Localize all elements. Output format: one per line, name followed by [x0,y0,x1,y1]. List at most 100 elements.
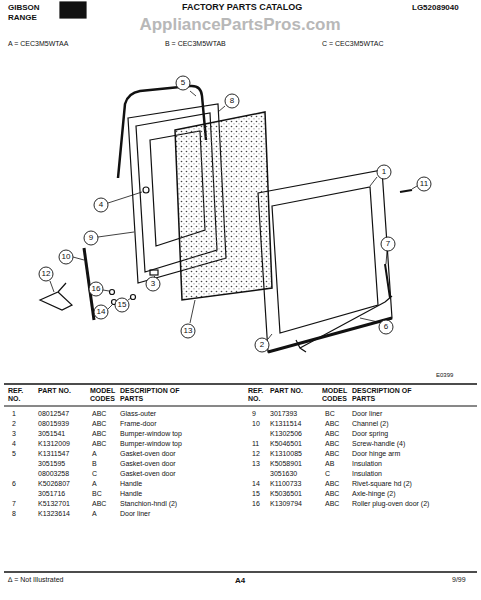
table-description: Handle [120,480,245,488]
page-number: A4 [235,577,245,586]
table-description: Bumper-window top [120,430,245,438]
callout-circle [255,338,269,352]
table-part-number: K1310085 [270,450,302,458]
table-model-code: ABC [325,450,339,458]
table-description: Door spring [352,430,477,438]
callout-number: 12 [42,270,51,279]
callout-circle [94,305,108,319]
table-ref-number: 16 [252,500,260,508]
table-header: DESCRIPTION OF PARTS [120,387,190,402]
table-model-code: A [92,480,97,488]
table-part-number: K5046501 [270,440,302,448]
table-model-code: ABC [92,500,106,508]
table-ref-number: 14 [252,480,260,488]
catalog-number: LG52089040 [412,4,459,13]
footnote: ∆ = Not Illustrated [8,576,63,584]
callout-number: 5 [181,79,185,88]
table-model-code: ABC [92,430,106,438]
callout-circle [115,298,129,312]
table-header: REF. NO. [8,387,28,402]
table-model-code: ABC [325,490,339,498]
table-description: Frame-door [120,420,245,428]
appliance-type: RANGE [8,14,37,23]
table-description: Door hinge arm [352,450,477,458]
callout-number: 10 [62,253,71,262]
table-ref-number: 5 [12,450,16,458]
table-description: Glass-outer [120,410,245,418]
model-code: C = CEC3M5WTAC [322,40,384,48]
table-ref-number: 13 [252,460,260,468]
table-model-code: AB [325,460,334,468]
table-model-code: A [92,510,97,518]
table-description: Gasket-oven door [120,460,245,468]
table-ref-number: 9 [252,410,256,418]
callout-number: 15 [118,301,127,310]
table-ref-number: 6 [12,480,16,488]
table-description: Door liner [352,410,477,418]
callout-circle [89,282,103,296]
callout-circle [225,94,239,108]
callout-number: 9 [89,234,93,243]
table-model-code: C [325,470,330,478]
callout-circle [39,267,53,281]
callout-number: 13 [184,327,193,336]
table-part-number: K5036501 [270,490,302,498]
catalog-title: FACTORY PARTS CATALOG [182,3,302,13]
callout-circle [417,177,431,191]
callout-number: 2 [260,341,264,350]
table-model-code: BC [92,490,102,498]
table-description: Insulation [352,470,477,478]
table-part-number: 3017393 [270,410,297,418]
table-description: Bumper-window top [120,440,245,448]
table-description: Insulation [352,460,477,468]
table-part-number: K5132701 [38,500,70,508]
table-ref-number: 10 [252,420,260,428]
table-part-number: 3051541 [38,430,65,438]
table-ref-number: 4 [12,440,16,448]
table-description: Door liner [120,510,245,518]
callout-circle [381,237,395,251]
date-code: 9/99 [452,576,466,584]
table-ref-number: 12 [252,450,260,458]
table-description: Channel (2) [352,420,477,428]
model-code: B = CEC3M5WTAB [165,40,226,48]
table-part-number: K5058901 [270,460,302,468]
table-description: Screw-handle (4) [352,440,477,448]
callout-circle [146,277,160,291]
table-model-code: ABC [325,480,339,488]
table-model-code: A [92,450,97,458]
table-header: REF. NO. [248,387,268,402]
callout-number: 8 [230,97,234,106]
table-part-number: K1312009 [38,440,70,448]
table-model-code: ABC [92,420,106,428]
table-part-number: 08015939 [38,420,69,428]
table-description: Handle [120,490,245,498]
table-model-code: C [92,470,97,478]
table-model-code: ABC [325,430,339,438]
model-code: A = CEC3M5WTAA [8,40,68,48]
table-description: Stanchion-hndl (2) [120,500,245,508]
table-header: PART NO. [270,387,304,395]
callout-circle [176,76,190,90]
table-model-code: ABC [325,440,339,448]
table-part-number: K1323614 [38,510,70,518]
table-ref-number: 3 [12,430,16,438]
table-description: Gasket-oven door [120,450,245,458]
callout-number: 6 [384,323,388,332]
table-ref-number: 1 [12,410,16,418]
table-description: Roller plug-oven door (2) [352,500,477,508]
table-model-code: B [92,460,97,468]
drawing-number: E0399 [436,372,453,379]
table-model-code: ABC [92,410,106,418]
table-model-code: BC [325,410,335,418]
table-part-number: 08012547 [38,410,69,418]
callout-number: 14 [97,308,106,317]
table-header: MODEL CODES [322,387,350,402]
table-ref-number: 15 [252,490,260,498]
callout-circle [84,231,98,245]
brand-name: GIBSON [8,4,40,13]
callout-circle [94,198,108,212]
table-part-number: 3051716 [38,490,65,498]
table-ref-number: 8 [12,510,16,518]
callout-number: 3 [151,280,155,289]
